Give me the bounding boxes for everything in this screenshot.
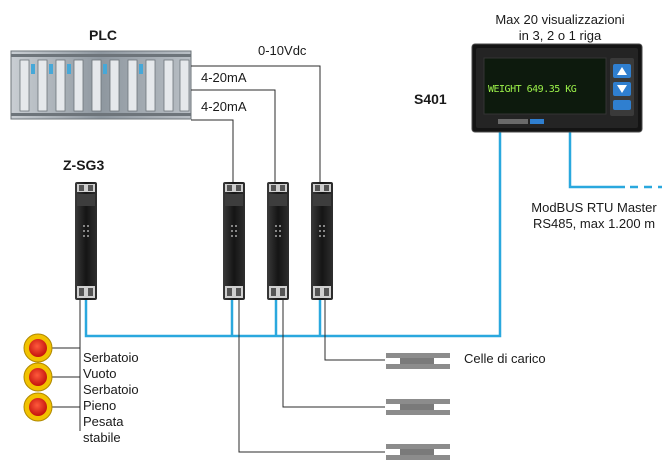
lamp-wires (50, 300, 81, 431)
s401-display: WEIGHT 649.35 KG (471, 43, 643, 133)
lamp-stable-weight (23, 392, 53, 422)
display-caption-line2: in 3, 2 o 1 riga (518, 28, 602, 43)
signal-label-4-20ma-upper: 4-20mA (201, 70, 247, 85)
lamp-label-5: Pesata (83, 414, 124, 429)
s401-label: S401 (414, 91, 447, 107)
lamp-label-4: Pieno (83, 398, 117, 413)
display-enter-key (613, 100, 631, 110)
signal-module-3 (311, 182, 333, 300)
rs485-bus (84, 130, 662, 338)
load-cell-3 (386, 444, 450, 460)
load-cell-2 (386, 399, 450, 415)
display-caption-line1: Max 20 visualizzazioni (495, 12, 625, 27)
lamp-label-3: Serbatoio (83, 382, 139, 397)
signal-module-2 (267, 182, 289, 300)
signal-label-0-10vdc: 0-10Vdc (258, 43, 307, 58)
plc-label: PLC (89, 27, 117, 43)
modbus-label-line2: RS485, max 1.200 m (532, 216, 656, 231)
plc-rack (10, 50, 192, 120)
lamp-label-6: stabile (83, 430, 121, 445)
lamp-label-2: Vuoto (83, 366, 117, 381)
lamp-empty-tank (23, 333, 53, 363)
zsg3-label: Z-SG3 (63, 157, 105, 173)
arrow-up-icon (617, 67, 627, 75)
display-readout: WEIGHT 649.35 KG (488, 84, 577, 95)
load-cell-1 (386, 353, 450, 369)
signal-label-4-20ma-lower: 4-20mA (201, 99, 247, 114)
lamp-full-tank (23, 362, 53, 392)
load-cells-label: Celle di carico (464, 351, 546, 366)
signal-module-1 (223, 182, 245, 300)
lamp-label-1: Serbatoio (83, 350, 139, 365)
arrow-down-icon (617, 85, 627, 93)
modbus-label-line1: ModBUS RTU Master (531, 200, 657, 215)
zsg3-module (75, 182, 97, 300)
load-cell-wires (238, 300, 385, 453)
signal-wires (191, 65, 321, 182)
